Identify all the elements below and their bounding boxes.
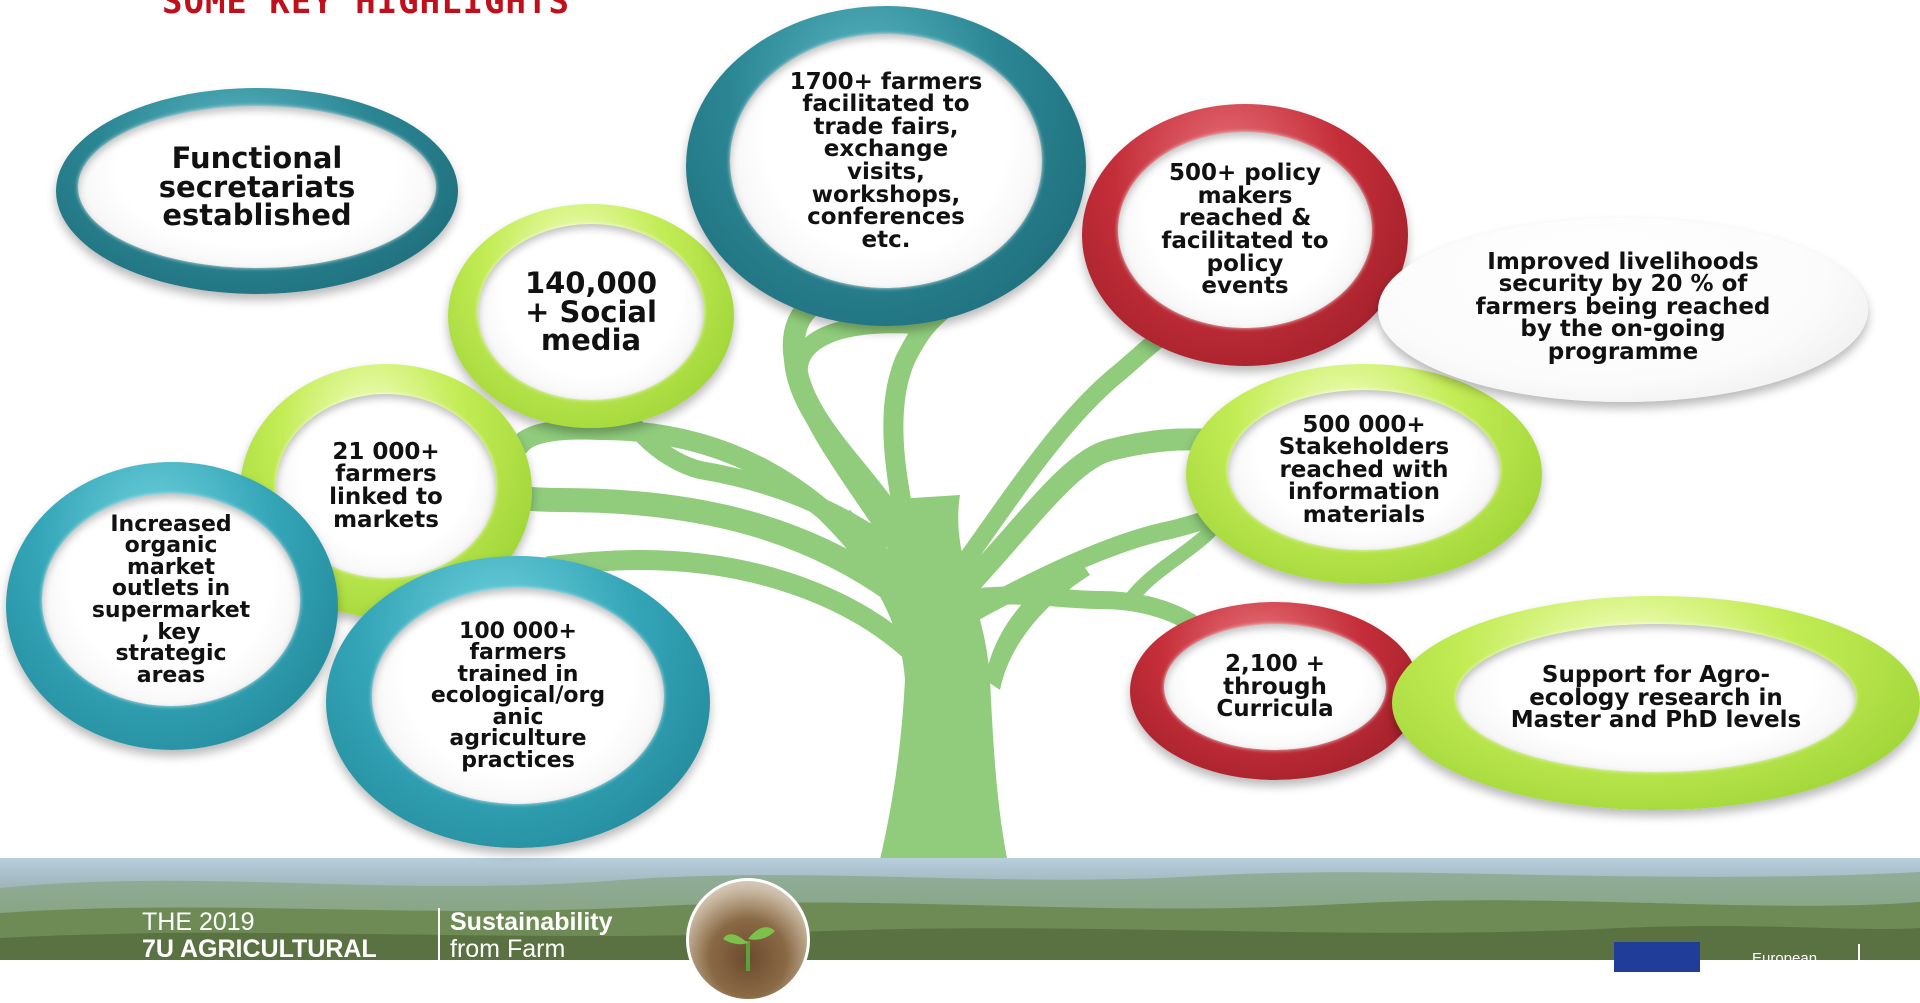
eu-divider: [1858, 944, 1860, 962]
seedling-icon: [723, 927, 775, 971]
bubble-text: 21 000+ farmers linked to markets: [329, 438, 443, 533]
bubble-text: Improved livelihoods security by 20 % of…: [1475, 248, 1771, 365]
bubble-trade-fairs: 1700+ farmers facilitated to trade fairs…: [686, 6, 1086, 326]
eu-label: European: [1752, 950, 1818, 967]
landscape-graphic: [0, 872, 1920, 960]
bubble-text: Increased organic market outlets in supe…: [91, 511, 251, 688]
footer-line-3: Sustainability: [450, 908, 613, 936]
bubble-text: 500+ policy makers reached & facilitated…: [1161, 160, 1329, 300]
bubble-social-media: 140,000 + Social media: [448, 204, 734, 428]
bubble-text: 2,100 + through Curricula: [1216, 651, 1334, 723]
bubble-farmers-trained: 100 000+ farmers trained in ecological/o…: [326, 556, 710, 848]
bubble-agro-ecology-research: Support for Agro- ecology research in Ma…: [1392, 596, 1920, 810]
bubble-text: 1700+ farmers facilitated to trade fairs…: [789, 68, 983, 253]
footer-line-2: 7U AGRICULTURAL: [142, 935, 377, 963]
bubble-text: Functional secretariats established: [158, 141, 356, 233]
bubble-functional-secretariats: Functional secretariats established: [56, 88, 458, 294]
seedling-logo-icon: [686, 878, 810, 1002]
bubble-text: 100 000+ farmers trained in ecological/o…: [430, 618, 606, 773]
bubble-text: 140,000 + Social media: [524, 266, 658, 358]
footer-divider: [438, 908, 440, 960]
footer-landscape-banner: [0, 858, 1920, 960]
tree-graphic: [493, 289, 1227, 960]
bubble-organic-market-outlets: Increased organic market outlets in supe…: [6, 462, 338, 750]
eu-flag-icon: [1614, 942, 1700, 972]
bubble-improved-livelihoods: Improved livelihoods security by 20 % of…: [1378, 218, 1868, 402]
bubble-curricula: 2,100 + through Curricula: [1130, 602, 1420, 780]
bubble-text: 500 000+ Stakeholders reached with infor…: [1278, 411, 1450, 528]
bubble-stakeholders-reached: 500 000+ Stakeholders reached with infor…: [1186, 364, 1542, 584]
bubble-text: Support for Agro- ecology research in Ma…: [1510, 662, 1802, 734]
bubble-policy-makers: 500+ policy makers reached & facilitated…: [1082, 104, 1408, 366]
slide-title: SOME KEY HIGHLIGHTS: [162, 0, 570, 22]
footer-line-4: from Farm: [450, 935, 566, 963]
footer-line-1: THE 2019: [142, 908, 255, 936]
